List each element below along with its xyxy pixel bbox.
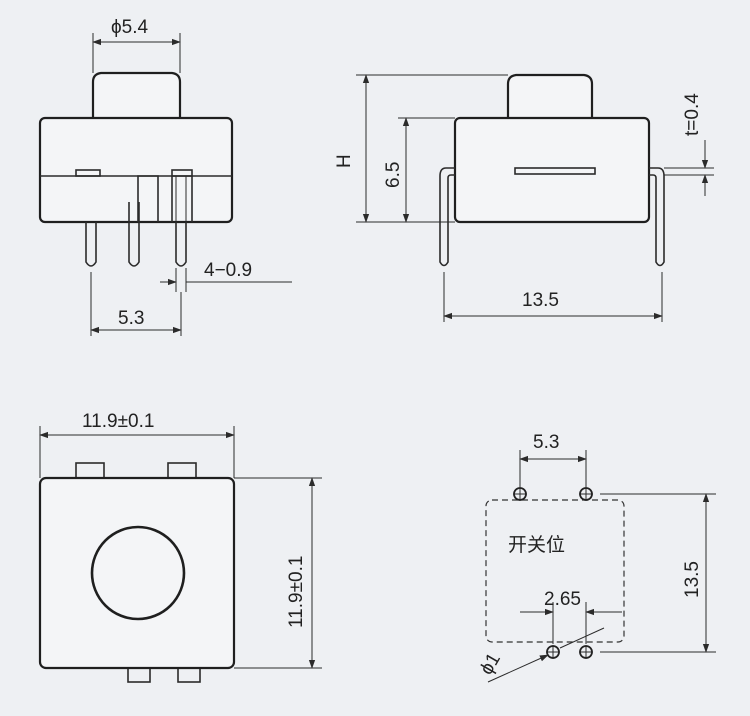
dim-pcb-hole-diameter: ϕ1 <box>476 650 505 679</box>
top-body <box>38 476 236 670</box>
top-dimensions: 11.9±0.1 11.9±0.1 <box>39 411 322 669</box>
top-tab-upper-right <box>167 462 197 479</box>
pcb-hole-upper-right <box>579 487 593 501</box>
dim-height: H <box>334 154 355 168</box>
dim-pin-span: 13.5 <box>522 290 559 311</box>
dim-cap-diameter: ϕ5.4 <box>111 17 148 38</box>
top-tab-upper-left <box>75 462 105 479</box>
pcb-hole-lower-right <box>579 645 593 659</box>
front-dimensions: ϕ5.4 4−0.9 5.3 <box>90 17 292 336</box>
front-pin-right <box>175 222 187 267</box>
top-tab-lower-right <box>177 667 201 683</box>
front-cap <box>91 71 182 118</box>
pcb-hole-lower-left <box>546 645 560 659</box>
dim-pcb-vertical: 13.5 <box>682 561 703 598</box>
pcb-dimensions: 5.3 13.5 2.65 ϕ1 <box>476 432 716 683</box>
pcb-hole-upper-left <box>513 487 527 501</box>
front-view <box>38 71 234 267</box>
dim-pin-width: 4−0.9 <box>204 260 252 281</box>
dim-top-width: 11.9±0.1 <box>82 411 154 432</box>
top-tab-lower-left <box>127 667 151 683</box>
pcb-outline <box>485 499 625 643</box>
front-body <box>38 116 234 224</box>
side-pin-left <box>439 167 455 267</box>
side-body <box>453 116 651 224</box>
dim-pin-pitch: 5.3 <box>118 308 144 329</box>
switch-position-label: 开关位 <box>508 534 565 556</box>
dim-body-height: 6.5 <box>383 162 404 188</box>
side-cap <box>506 73 594 118</box>
dim-pcb-top-pitch: 5.3 <box>533 432 559 453</box>
front-pin-mid <box>128 202 140 267</box>
side-pin-right <box>649 167 665 267</box>
pcb-layout: 开关位 <box>485 487 625 659</box>
side-view <box>439 73 665 267</box>
front-pin-left <box>85 222 97 267</box>
dim-pcb-bottom-pitch: 2.65 <box>544 589 581 610</box>
top-button-circle <box>90 525 186 621</box>
side-dimensions: H 6.5 t=0.4 13.5 <box>334 74 714 322</box>
dim-top-depth: 11.9±0.1 <box>286 556 307 628</box>
dim-pin-thickness: t=0.4 <box>682 93 703 136</box>
top-view <box>38 462 236 683</box>
